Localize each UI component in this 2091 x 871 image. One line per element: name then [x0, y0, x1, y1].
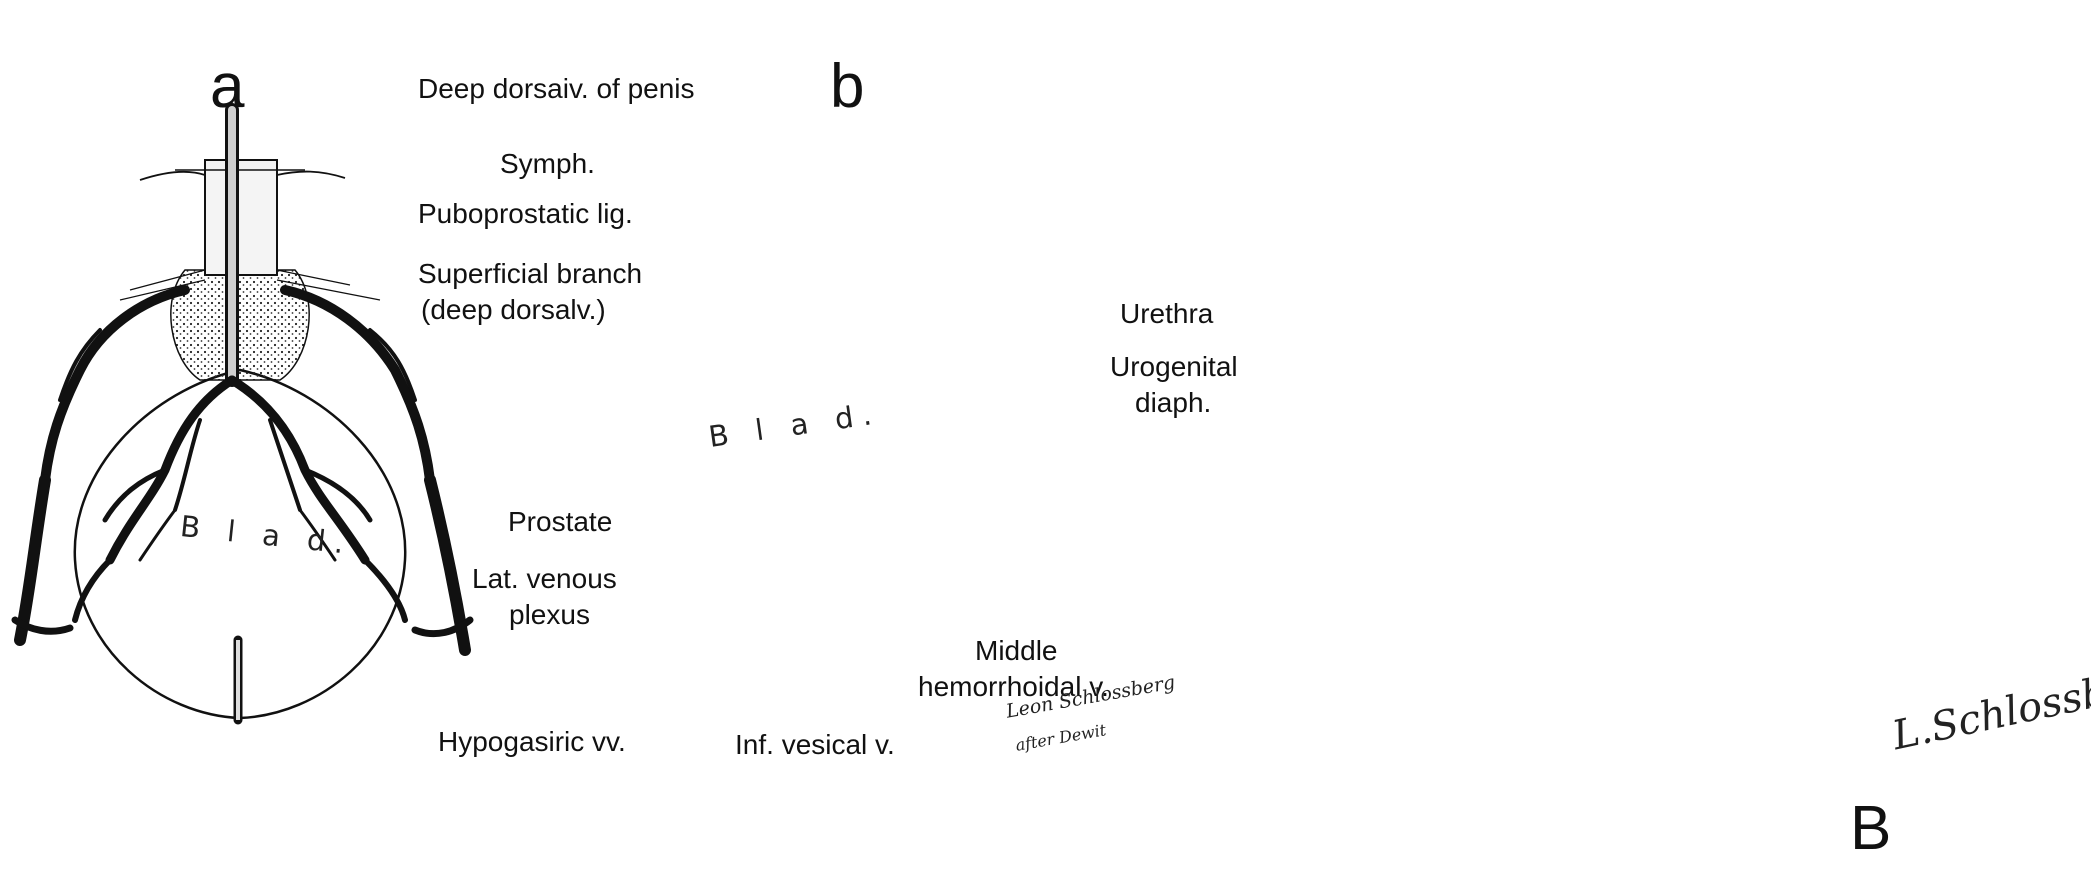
label-urethra: Urethra [1120, 298, 1214, 329]
label-deep-dorsal-vein: Deep dorsaiv. of penis [418, 73, 695, 104]
label-middle-hemorrhoidal-line2: hemorrhoidal v. [918, 671, 1109, 702]
label-lat-venous-line1: Lat. venous [472, 563, 617, 594]
panel-a-drawing [11, 103, 474, 725]
label-superficial-branch-line2: (deep dorsalv.) [421, 294, 606, 325]
panel-a-letter: a [210, 52, 245, 121]
label-superficial-branch-line1: Superficial branch [418, 258, 643, 289]
panel-a-veins [11, 285, 474, 725]
label-urogenital-line2: diaph. [1135, 387, 1212, 418]
panel-a-symphysis [204, 159, 278, 276]
panel-B-letter: B [1850, 794, 1892, 863]
label-puboprostatic-lig: Puboprostatic lig. [418, 198, 633, 229]
label-inf-vesical-v: Inf. vesical v. [735, 729, 895, 760]
label-middle-hemorrhoidal-line1: Middle [975, 635, 1058, 666]
label-hypogastric-vv: Hypogasiric vv. [438, 726, 626, 757]
label-lat-venous-line2: plexus [509, 599, 590, 630]
panel-b-letter: b [830, 52, 865, 121]
label-urogenital-line1: Urogenital [1110, 351, 1238, 382]
label-symphysis: Symph. [500, 148, 595, 179]
label-prostate: Prostate [508, 506, 613, 537]
